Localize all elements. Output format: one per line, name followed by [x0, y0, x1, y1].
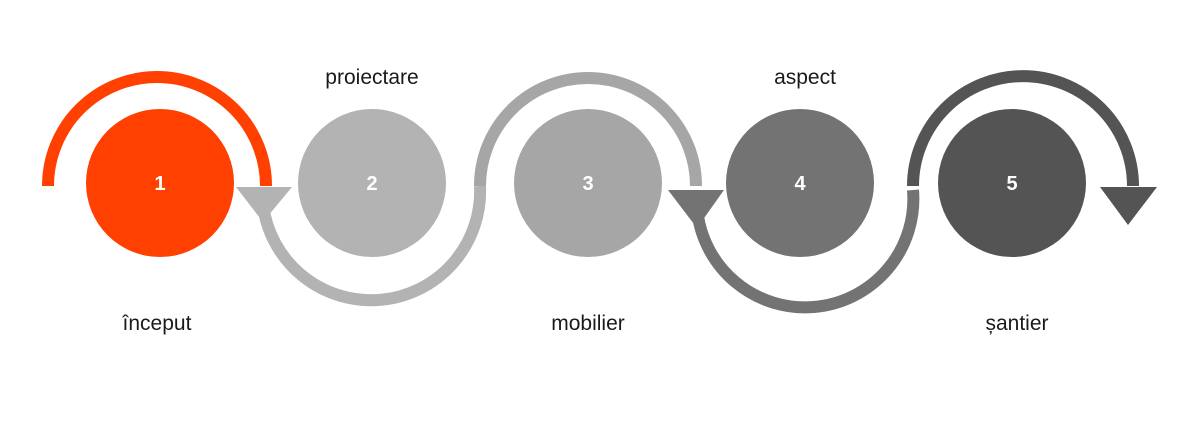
step-label-1: început [122, 312, 192, 335]
arrowhead-4 [668, 190, 724, 228]
step-label-3: mobilier [551, 312, 625, 335]
arc-1 [42, 71, 272, 187]
arc-3 [474, 72, 702, 187]
step-number: 4 [794, 173, 806, 195]
step-4: 4 [726, 109, 874, 257]
arrowhead-5 [1100, 187, 1157, 225]
step-label-2: proiectare [325, 66, 418, 89]
step-3: 3 [514, 109, 662, 257]
step-number: 1 [154, 173, 165, 195]
arc-2 [257, 185, 487, 307]
arc-5 [907, 70, 1139, 187]
step-number: 3 [582, 173, 593, 195]
arrowhead-2 [236, 187, 292, 222]
arc-4 [691, 189, 920, 314]
step-number: 2 [366, 173, 377, 195]
step-5: 5 [938, 109, 1086, 257]
step-label-4: aspect [774, 66, 836, 89]
step-number: 5 [1006, 173, 1017, 195]
step-1: 1 [86, 109, 234, 257]
step-2: 2 [298, 109, 446, 257]
step-label-5: șantier [985, 312, 1048, 335]
